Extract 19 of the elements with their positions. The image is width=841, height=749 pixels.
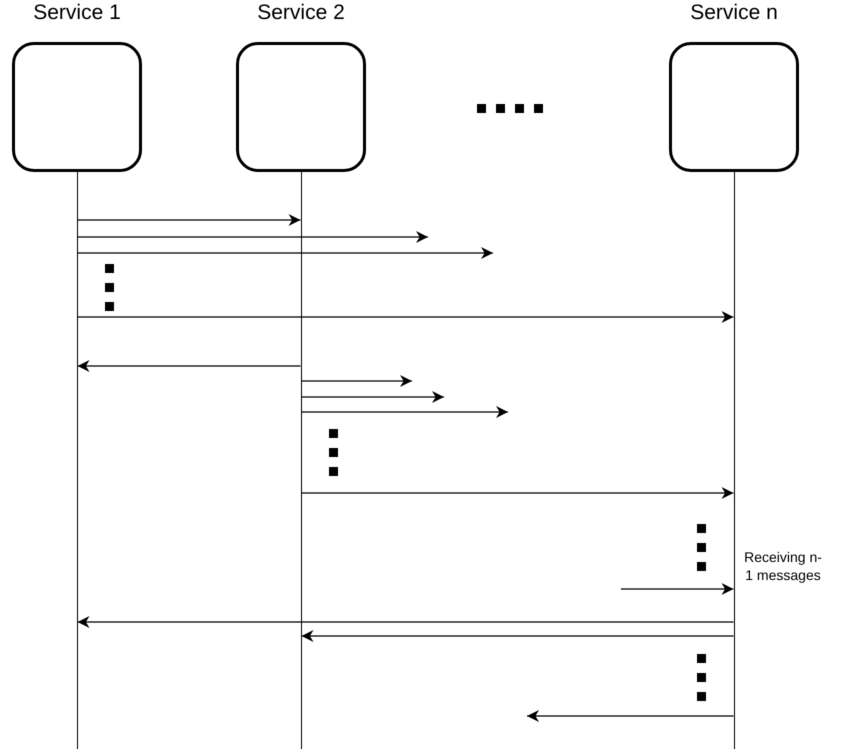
message-arrow: [302, 391, 444, 403]
message-arrow: [78, 231, 428, 243]
service-name: Service n: [690, 1, 778, 25]
message-arrow: [78, 214, 300, 226]
message-arrow: [302, 630, 734, 642]
lifeline: [300, 172, 302, 749]
message-arrow: [78, 360, 300, 372]
message-arrow: [302, 406, 508, 418]
lifeline: [76, 172, 78, 749]
message-arrow: [78, 616, 734, 628]
message-arrow: [78, 247, 493, 259]
message-arrow: [302, 375, 412, 387]
message-arrow: [78, 311, 734, 323]
message-arrow: [527, 710, 734, 722]
note-text: Receiving n-1 messages: [743, 548, 823, 584]
message-arrow: [621, 583, 734, 595]
message-arrow: [302, 487, 734, 499]
service-name: Service 1: [33, 1, 121, 25]
service-name: Service 2: [257, 1, 345, 25]
